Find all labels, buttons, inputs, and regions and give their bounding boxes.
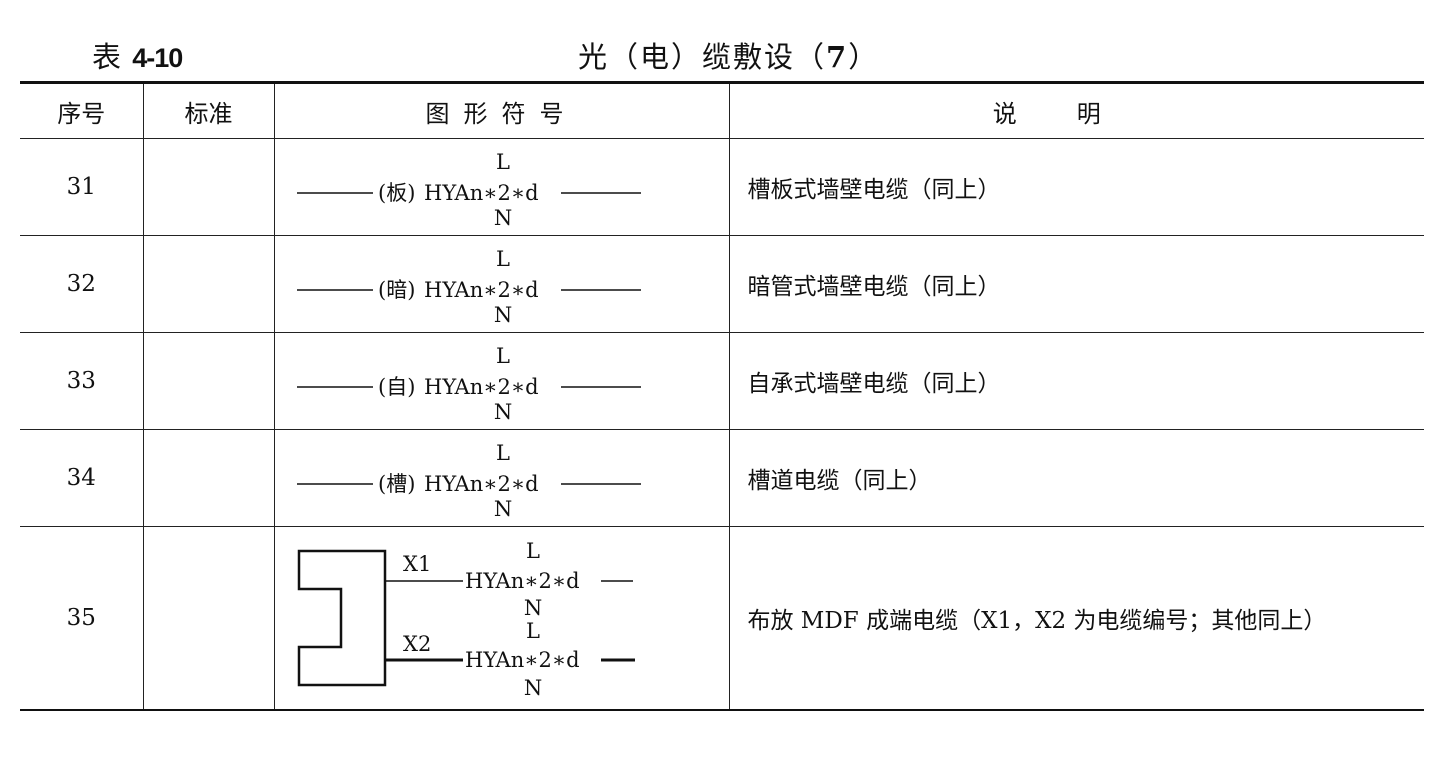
x2-label: X2: [403, 632, 431, 656]
row-standard: [142, 332, 275, 430]
header-row: 序号 标准 图形符号 说明: [20, 81, 1424, 139]
table-number: 表 4-10: [92, 34, 183, 76]
symbol-prefix: (自): [378, 375, 415, 399]
cable-laying-table: 序号 标准 图形符号 说明 31 L (板) HYAn∗2∗d N 槽板式墙壁电…: [20, 81, 1424, 711]
symbol-bottom-label: N: [493, 303, 511, 327]
upper-top-label: L: [526, 539, 540, 563]
cable-symbol: L (板) HYAn∗2∗d N: [296, 150, 641, 230]
row-description: 槽道电缆（同上）: [728, 429, 1424, 527]
row-description: 布放 MDF 成端电缆（X1，X2 为电缆编号；其他同上）: [728, 526, 1424, 711]
symbol-top-label: L: [496, 150, 510, 174]
row-no: 35: [20, 526, 144, 711]
symbol-prefix: (槽): [378, 472, 415, 496]
row-standard: [142, 138, 275, 236]
table-number-value: 4-10: [132, 43, 183, 73]
row-standard: [142, 526, 275, 711]
row-no: 31: [20, 138, 144, 236]
header-standard: 标准: [142, 81, 275, 139]
header-no: 序号: [20, 81, 144, 139]
lower-main-label: HYAn∗2∗d: [465, 648, 580, 672]
upper-main-label: HYAn∗2∗d: [465, 569, 580, 593]
cable-symbol: L (自) HYAn∗2∗d N: [296, 344, 641, 424]
symbol-bottom-label: N: [493, 400, 511, 424]
table-title-text: 光（电）缆敷设（: [578, 40, 827, 74]
lower-bottom-label: N: [523, 676, 541, 700]
table-row: 32 L (暗) HYAn∗2∗d N 暗管式墙壁电缆（同上）: [20, 235, 1424, 333]
symbol-prefix: (板): [378, 181, 415, 205]
row-symbol-cell: L (自) HYAn∗2∗d N: [273, 332, 730, 430]
upper-bottom-label: N: [523, 596, 541, 620]
row-symbol-cell: L (板) HYAn∗2∗d N: [273, 138, 730, 236]
row-description: 自承式墙壁电缆（同上）: [728, 332, 1424, 430]
lower-top-label: L: [526, 619, 540, 643]
row-description: 槽板式墙壁电缆（同上）: [728, 138, 1424, 236]
table-number-prefix: 表: [92, 40, 123, 74]
mdf-cable-symbol: X1 L HYAn∗2∗d N L X2 HYAn∗2∗d N: [297, 539, 635, 700]
table-caption: 表 4-10 光（电）缆敷设（7）: [0, 30, 1442, 74]
table-title-close: ）: [848, 40, 880, 74]
row-no: 34: [20, 429, 144, 527]
symbol-main-label: HYAn∗2∗d: [424, 278, 539, 302]
mdf-frame-shape: [297, 549, 386, 687]
symbol-top-label: L: [496, 344, 510, 368]
cable-symbol: L (槽) HYAn∗2∗d N: [296, 441, 641, 521]
header-symbol: 图形符号: [273, 81, 730, 139]
row-symbol-cell: L (暗) HYAn∗2∗d N: [273, 235, 730, 333]
symbol-main-label: HYAn∗2∗d: [424, 181, 539, 205]
table-row: 33 L (自) HYAn∗2∗d N 自承式墙壁电缆（同上）: [20, 332, 1424, 430]
cable-symbol: L (暗) HYAn∗2∗d N: [296, 247, 641, 327]
symbol-main-label: HYAn∗2∗d: [424, 472, 539, 496]
row-symbol-cell: X1 L HYAn∗2∗d N L X2 HYAn∗2∗d N: [273, 526, 730, 711]
symbol-prefix: (暗): [378, 278, 415, 302]
table-row: 34 L (槽) HYAn∗2∗d N 槽道电缆（同上）: [20, 429, 1424, 527]
row-standard: [142, 235, 275, 333]
table-row: 35 X1 L HYAn∗2∗d N L X2 HYAn∗2∗d N 布放 MD…: [20, 526, 1424, 711]
symbol-bottom-label: N: [493, 497, 511, 521]
row-no: 33: [20, 332, 144, 430]
x1-label: X1: [403, 552, 431, 576]
row-standard: [142, 429, 275, 527]
table-row: 31 L (板) HYAn∗2∗d N 槽板式墙壁电缆（同上）: [20, 138, 1424, 236]
table-title-number: 7: [826, 40, 849, 74]
header-description: 说明: [728, 81, 1424, 139]
row-no: 32: [20, 235, 144, 333]
table-title: 光（电）缆敷设（7）: [578, 34, 879, 76]
row-description: 暗管式墙壁电缆（同上）: [728, 235, 1424, 333]
row-symbol-cell: L (槽) HYAn∗2∗d N: [273, 429, 730, 527]
symbol-top-label: L: [496, 441, 510, 465]
symbol-main-label: HYAn∗2∗d: [424, 375, 539, 399]
symbol-top-label: L: [496, 247, 510, 271]
symbol-bottom-label: N: [493, 206, 511, 230]
